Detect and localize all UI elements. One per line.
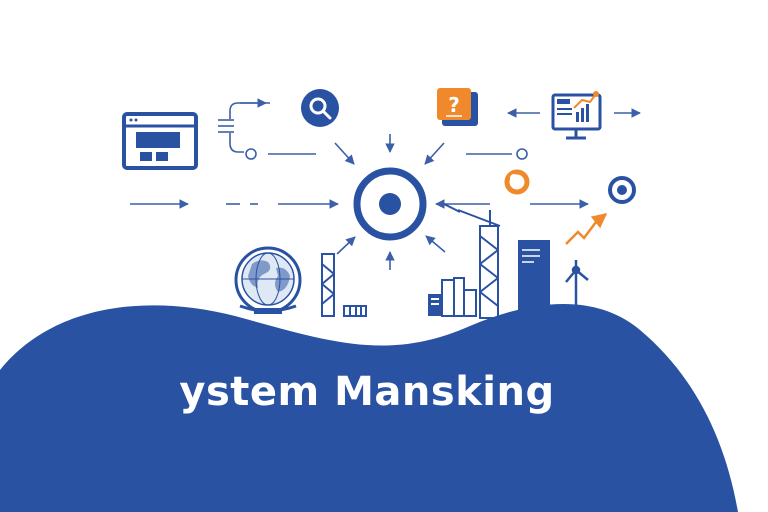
browser-window-icon [122,112,198,170]
connector-node [516,148,528,160]
wind-turbine-icon [565,260,589,318]
server-tower-icon [518,240,550,316]
scaffold-tower-icon [321,253,367,317]
bar-buildings-icon [428,277,477,317]
small-ring-icon [608,176,636,204]
trend-arrow-icon [565,213,608,245]
target-hub-icon [353,167,427,241]
orange-ring-icon [504,169,530,195]
headline: ystem Mansking [179,369,555,415]
magnifier-icon [301,89,339,127]
question-icon: ? [437,88,478,126]
crane-icon [443,203,501,319]
connector-lines [130,98,641,270]
question-mark: ? [448,93,460,117]
globe-icon [234,246,302,314]
connector-node [245,148,257,160]
analytics-monitor-icon [551,91,602,140]
ground-wave [0,303,738,512]
